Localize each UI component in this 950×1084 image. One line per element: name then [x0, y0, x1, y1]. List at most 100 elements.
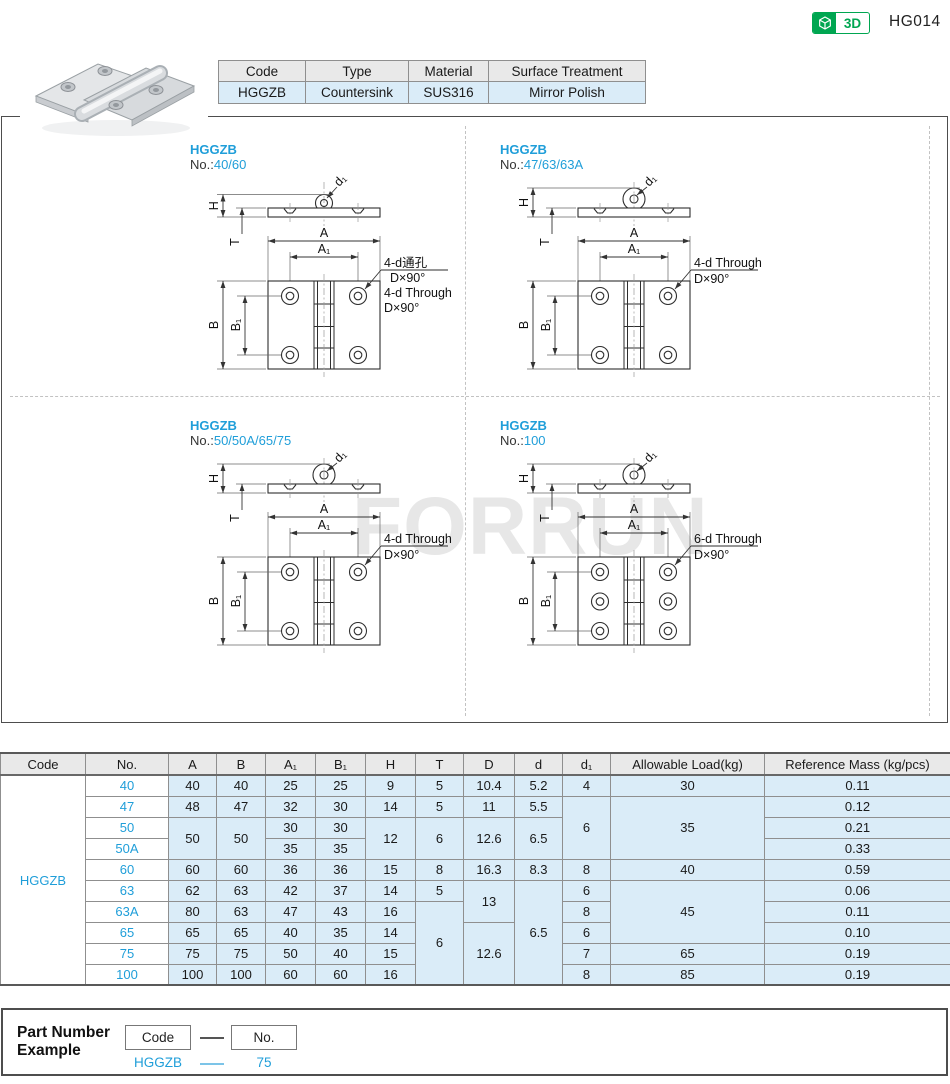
- dimension-value-cell: 8: [562, 900, 611, 923]
- no-values[interactable]: 50/50A/65/75: [213, 433, 292, 448]
- dim-label-B1: B₁: [229, 319, 243, 332]
- drawing-annotation: D×90°: [694, 272, 729, 286]
- spec-col-material: Material: [408, 60, 489, 82]
- dim-label-T: T: [538, 514, 552, 522]
- dimension-value-cell: 50: [168, 816, 217, 860]
- dimension-value-cell: 37: [315, 879, 366, 902]
- dimension-no-cell[interactable]: 50A: [85, 837, 169, 860]
- dimension-no-cell[interactable]: 60: [85, 858, 169, 881]
- dim-label-B: B: [207, 321, 221, 329]
- no-label: No.:: [500, 157, 524, 172]
- spec-col-surface: Surface Treatment: [488, 60, 646, 82]
- drawing-no-line: No.:50/50A/65/75: [190, 433, 500, 449]
- dimension-value-cell: 14: [365, 921, 416, 944]
- drawing-code: HGGZB: [190, 142, 237, 157]
- dimension-value-cell: 62: [168, 879, 217, 902]
- dimension-col-header: D: [463, 752, 515, 776]
- dimension-value-cell: 12: [365, 816, 416, 860]
- dimension-value-cell: 65: [216, 921, 266, 944]
- spec-value-row: HGGZB Countersink SUS316 Mirror Polish: [218, 81, 646, 104]
- dim-label-A1: A₁: [318, 242, 331, 256]
- dimension-value-cell: 14: [365, 795, 416, 818]
- dimension-no-cell[interactable]: 50: [85, 816, 169, 839]
- dimension-no-cell[interactable]: 75: [85, 942, 169, 965]
- drawing-code: HGGZB: [500, 418, 547, 433]
- dimension-value-cell: 6: [415, 816, 464, 860]
- dimension-no-cell[interactable]: 100: [85, 963, 169, 986]
- dim-label-H: H: [207, 201, 221, 210]
- dashed-divider-vertical: [465, 126, 466, 716]
- dimension-value-cell: 30: [610, 774, 765, 797]
- dimension-value-cell: 6: [562, 921, 611, 944]
- dimension-col-header: Code: [0, 752, 86, 776]
- dimension-value-cell: 12.6: [463, 921, 515, 986]
- dim-label-d1: d₁: [641, 447, 659, 465]
- dimension-value-cell: 65: [168, 921, 217, 944]
- dimension-value-cell: 60: [216, 858, 266, 881]
- dimension-value-cell: 0.11: [764, 774, 950, 797]
- view-3d-badge[interactable]: 3D: [812, 12, 870, 34]
- dimension-value-cell: 35: [315, 921, 366, 944]
- dim-label-H: H: [517, 474, 531, 483]
- no-values[interactable]: 47/63/63A: [523, 157, 584, 172]
- dimension-code-cell[interactable]: HGGZB: [0, 774, 86, 986]
- dimension-value-cell: 5.2: [514, 774, 563, 797]
- dimension-value-cell: 30: [315, 795, 366, 818]
- no-box: No.: [231, 1025, 297, 1050]
- dimension-no-cell[interactable]: 63: [85, 879, 169, 902]
- dim-label-A: A: [630, 502, 639, 516]
- no-values[interactable]: 100: [523, 433, 546, 448]
- dimension-value-cell: 42: [265, 879, 316, 902]
- dimension-no-cell[interactable]: 40: [85, 774, 169, 797]
- dimension-value-cell: 63: [216, 900, 266, 923]
- dimension-value-cell: 5: [415, 795, 464, 818]
- dimension-value-cell: 6: [562, 879, 611, 902]
- dimension-value-cell: 65: [610, 942, 765, 965]
- dimension-value-cell: 0.19: [764, 963, 950, 986]
- dim-label-B1: B₁: [539, 319, 553, 332]
- example-no: 75: [256, 1055, 272, 1070]
- dimension-value-cell: 48: [168, 795, 217, 818]
- badge-3d-label: 3D: [843, 15, 862, 31]
- no-values[interactable]: 40/60: [213, 157, 247, 172]
- product-image: [20, 42, 208, 142]
- dimension-value-cell: 14: [365, 879, 416, 902]
- part-number-label-line1: Part Number: [17, 1024, 111, 1041]
- dimension-value-cell: 47: [265, 900, 316, 923]
- dimension-value-cell: 0.10: [764, 921, 950, 944]
- product-spec-table: Code Type Material Surface Treatment HGG…: [218, 60, 646, 104]
- spec-col-code: Code: [218, 60, 306, 82]
- dimension-no-cell[interactable]: 63A: [85, 900, 169, 923]
- dimension-no-cell[interactable]: 47: [85, 795, 169, 818]
- dimension-value-cell: 0.33: [764, 837, 950, 860]
- dimension-value-cell: 63: [216, 879, 266, 902]
- part-number-example-section: Part Number Example Code No. HGGZB 75: [1, 1008, 948, 1076]
- dimension-value-cell: 60: [168, 858, 217, 881]
- cube-3d-icon: [813, 13, 836, 33]
- dimension-value-cell: 50: [216, 816, 266, 860]
- drawing-no-line: No.:40/60: [190, 157, 500, 173]
- dim-label-d1: d₁: [331, 171, 349, 189]
- dimension-value-cell: 36: [265, 858, 316, 881]
- dimension-value-cell: 100: [216, 963, 266, 986]
- dimension-value-cell: 11: [463, 795, 515, 818]
- drawing-annotation: 4-d Through: [384, 532, 452, 546]
- drawing-annotation: 6-d Through: [694, 532, 762, 546]
- dimension-value-cell: 40: [168, 774, 217, 797]
- dim-label-A: A: [320, 502, 329, 516]
- dimension-value-cell: 0.11: [764, 900, 950, 923]
- spec-code-value[interactable]: HGGZB: [218, 81, 306, 104]
- dimension-value-cell: 8: [562, 963, 611, 986]
- no-label: No.:: [190, 433, 214, 448]
- spec-col-type: Type: [305, 60, 409, 82]
- drawing-annotation: D×90°: [694, 548, 729, 562]
- dimension-value-cell: 25: [265, 774, 316, 797]
- dashed-divider-right: [929, 126, 930, 716]
- dimension-no-cell[interactable]: 65: [85, 921, 169, 944]
